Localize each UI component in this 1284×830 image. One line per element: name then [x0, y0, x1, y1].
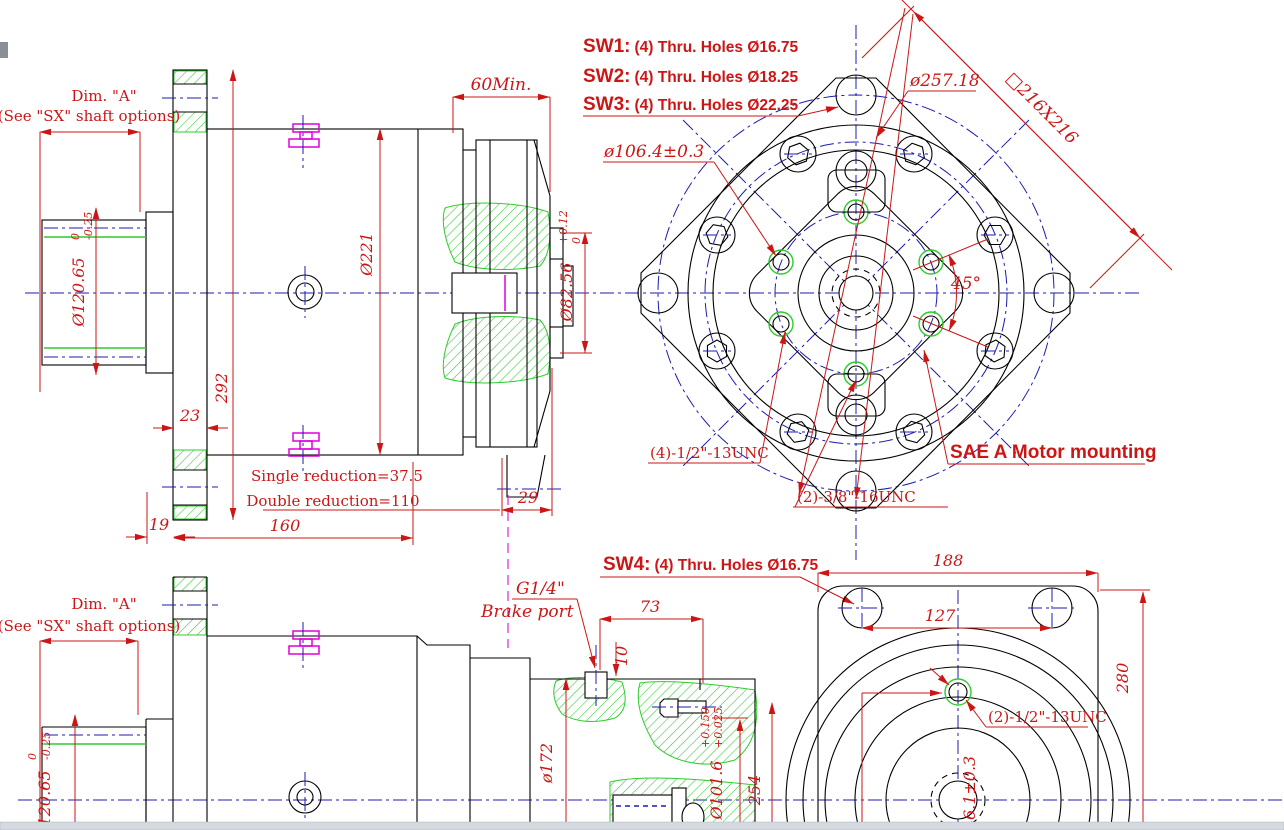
dim-a-note: (See "SX" shaft options): [0, 107, 180, 125]
body-diameter-dim: Ø221: [357, 232, 376, 277]
dim-a-label: Dim. "A": [71, 87, 136, 105]
brake-diameter-dim: ø172: [537, 743, 556, 784]
side-view-dimensions: Dim. "A" (See "SX" shaft options) Ø120.6…: [0, 69, 592, 545]
flange-view-dimensions: 188 127 280 (2)-1/2"-13UNC 46.1±0.3: [817, 551, 1150, 830]
tapped-2-note: (2)-3/8"-16UNC: [797, 488, 916, 506]
shaft-tol-upper: 0: [69, 233, 82, 240]
angle-dim: 45°: [950, 274, 981, 294]
spline-teeth-bottom: [930, 772, 986, 828]
motor-mounting-view: SW1:(4) Thru. Holes Ø16.75 SW2:(4) Thru.…: [583, 0, 1173, 512]
dim-73: 73: [640, 597, 660, 616]
dim-a-note-bottom: (See "SX" shaft options): [0, 617, 180, 635]
grease-fitting-top: [288, 115, 320, 168]
bolt-circle-dim: ø257.18: [909, 71, 980, 91]
pilot-circle-dim: ø106.4±0.3: [603, 142, 704, 162]
mounting-flange-bottom: [162, 576, 218, 830]
pilot-tol-upper-bottom: +0.150: [699, 707, 712, 748]
shaft-min-length-dim: 60Min.: [471, 75, 532, 95]
port-boss-top: [827, 150, 886, 213]
pilot-diameter-dim: Ø82.56: [557, 263, 576, 323]
hole-spacing-dim: 127: [925, 606, 956, 625]
corner-hole-left: [637, 272, 679, 314]
gear-housing: [206, 128, 464, 456]
sw2-id: SW2:: [583, 66, 631, 87]
shaft-diameter-dim-bottom: Ø120.65: [35, 770, 54, 830]
brake-view-dimensions: Dim. "A" (See "SX" shaft options) Ø120.6…: [0, 554, 855, 830]
bolt-circle-screws: [698, 135, 1014, 451]
spline-bore-bottom: [938, 780, 978, 820]
sw2-text: (4) Thru. Holes Ø18.25: [635, 69, 799, 86]
flange-thickness-dim: 23: [179, 406, 200, 425]
gearbox-side-view: Dim. "A" (See "SX" shaft options) Ø120.6…: [0, 69, 592, 648]
dim-19: 19: [149, 515, 169, 534]
grease-fitting-bottom: [288, 425, 320, 472]
dim-254: 254: [745, 775, 764, 807]
flange-outline: [817, 585, 1099, 830]
sw4-id: SW4:: [603, 554, 651, 575]
pilot-tol-lower-bottom: +0.025: [712, 707, 725, 748]
sw2-note: SW2:(4) Thru. Holes Ø18.25: [583, 66, 799, 87]
port-boss-bottom: [827, 373, 886, 436]
dim-a-label-bottom: Dim. "A": [71, 595, 136, 613]
pilot-tol-upper: +0.12: [557, 210, 570, 244]
shaft-diameter-dim: Ø120.65: [69, 257, 88, 327]
tapped-holes-note: (2)-1/2"-13UNC: [988, 708, 1107, 726]
window-edge-artifact: [0, 42, 8, 58]
spline-bore: [838, 275, 874, 311]
sw4-text: (4) Thru. Holes Ø16.75: [655, 557, 819, 574]
brake-side-view: Dim. "A" (See "SX" shaft options) Ø120.6…: [0, 554, 855, 830]
single-reduction-note: Single reduction=37.5: [251, 467, 423, 485]
port-name-label: Brake port: [480, 602, 574, 622]
sw3-id: SW3:: [583, 94, 631, 115]
flange-height-dim: 292: [212, 373, 231, 405]
sw1-id: SW1:: [583, 36, 631, 57]
grease-fitting-bottom-view: [288, 622, 320, 672]
dim-10: 10: [612, 646, 631, 666]
mounting-view-annotations: SW1:(4) Thru. Holes Ø16.75 SW2:(4) Thru.…: [583, 0, 1173, 508]
body-length-dim: 160: [270, 516, 301, 535]
brake-flange-view: 188 127 280 (2)-1/2"-13UNC 46.1±0.3: [785, 551, 1150, 830]
sw4-note: SW4:(4) Thru. Holes Ø16.75: [603, 554, 819, 575]
shaft-tol-upper-bottom: 0: [26, 753, 39, 760]
port-thread-label: G1/4": [516, 579, 565, 599]
flange-width-dim: 188: [933, 551, 964, 570]
hole-offset-dim: 46.1±0.3: [960, 756, 979, 830]
double-reduction-note: Double reduction=110: [246, 492, 419, 510]
square-size-dim: □216X216: [1002, 68, 1082, 148]
motor-block: [451, 139, 574, 498]
tapped-4-note: (4)-1/2"-13UNC: [650, 444, 769, 462]
sw3-note: SW3:(4) Thru. Holes Ø22.25: [583, 94, 799, 115]
pilot-tol-lower: 0: [570, 237, 583, 244]
bottom-scrollbar-strip[interactable]: [0, 821, 1284, 830]
sae-mounting-label: SAE A Motor mounting: [950, 442, 1157, 463]
output-shaft-bottom: [41, 718, 173, 830]
pilot-diameter-dim-bottom: Ø101.6: [707, 761, 726, 821]
corner-hole-right: [1033, 272, 1075, 314]
shaft-tol-lower: -0.25: [82, 212, 95, 240]
brake-bolt-head: [659, 698, 679, 718]
shaft-tol-lower-bottom: -0.25: [40, 732, 53, 760]
sw3-text: (4) Thru. Holes Ø22.25: [635, 97, 799, 114]
corner-hole-top: [835, 74, 877, 116]
sw1-text: (4) Thru. Holes Ø16.75: [635, 39, 799, 56]
flange-height-dim-bottom: 280: [1113, 663, 1132, 695]
tapped-hole-bottom-view: [944, 678, 972, 706]
dim-29: 29: [517, 488, 538, 507]
corner-hole-bottom: [835, 470, 877, 512]
sw1-note: SW1:(4) Thru. Holes Ø16.75: [583, 36, 799, 57]
